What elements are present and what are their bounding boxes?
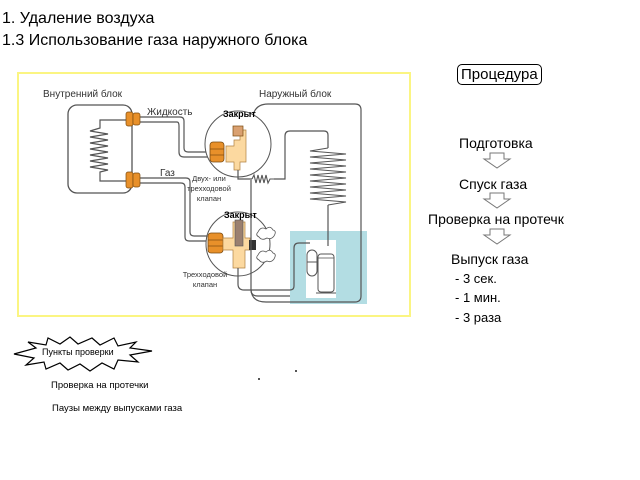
procedure-title: Процедура bbox=[457, 64, 542, 85]
indoor-coil bbox=[89, 119, 130, 182]
liquid-label: Жидкость bbox=[147, 107, 193, 118]
step-gas-release: Спуск газа bbox=[459, 176, 528, 192]
indoor-unit-label: Внутренний блок bbox=[43, 89, 123, 100]
purge-detail: - 1 мин. bbox=[455, 290, 501, 305]
valve-label-line: клапан bbox=[196, 194, 222, 203]
stray-dot bbox=[258, 378, 260, 380]
outdoor-loop bbox=[250, 103, 362, 303]
bottom-valve bbox=[207, 219, 276, 269]
down-arrow-icon bbox=[482, 192, 512, 209]
valve-label-line: клапан bbox=[192, 280, 218, 289]
outdoor-coil bbox=[309, 147, 347, 206]
bottom-valve-state: Закрыт bbox=[224, 210, 257, 220]
fitting-liquid-indoor bbox=[125, 111, 141, 127]
check-points-burst-icon bbox=[13, 336, 153, 372]
down-arrow-icon bbox=[482, 152, 512, 169]
indoor-unit-box bbox=[67, 104, 133, 194]
subsection-title: 1.3 Использование газа наружного блока bbox=[2, 32, 308, 49]
step-leak-check: Проверка на протечк bbox=[428, 211, 564, 227]
top-valve-state: Закрыт bbox=[223, 109, 256, 119]
valve-label-line: Трехходовой bbox=[182, 270, 228, 279]
valve-label-line: Двух- или bbox=[192, 174, 226, 183]
valve-label-line: трехходовой bbox=[187, 184, 231, 193]
two-three-way-valve-label: Двух- или трехходовой клапан bbox=[182, 174, 236, 204]
gas-pipe bbox=[140, 177, 210, 237]
outdoor-unit-label: Наружный блок bbox=[259, 89, 332, 100]
liquid-pipe bbox=[140, 116, 210, 153]
diagram-frame bbox=[17, 72, 411, 317]
step-preparation: Подготовка bbox=[459, 135, 533, 151]
check-points-label: Пункты проверки bbox=[42, 347, 114, 357]
down-arrow-icon bbox=[482, 228, 512, 245]
purge-detail: - 3 сек. bbox=[455, 271, 497, 286]
three-way-valve-label: Трехходовой клапан bbox=[180, 270, 230, 290]
gas-label: Газ bbox=[160, 168, 175, 179]
capillary-coil bbox=[251, 173, 274, 185]
stray-dot bbox=[295, 370, 297, 372]
compressor bbox=[306, 249, 336, 294]
step-gas-purge: Выпуск газа bbox=[451, 251, 529, 267]
fitting-gas-indoor bbox=[125, 171, 141, 189]
check-item: Проверка на протечки bbox=[51, 380, 149, 391]
section-title: 1. Удаление воздуха bbox=[2, 10, 155, 27]
check-item: Паузы между выпусками газа bbox=[52, 403, 183, 414]
top-valve bbox=[209, 125, 247, 171]
purge-detail: - 3 раза bbox=[455, 310, 502, 325]
